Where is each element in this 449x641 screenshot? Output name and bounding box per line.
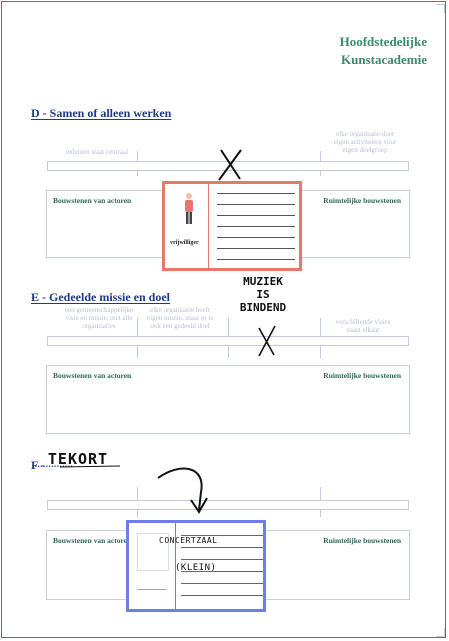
volunteer-figure-icon bbox=[185, 193, 193, 224]
section-e-hint-2: elke organisatie heeft eigen missie, maa… bbox=[147, 306, 213, 330]
section-e-slider-track bbox=[47, 336, 409, 346]
academy-title-line1: Hoofdstedelijke bbox=[339, 34, 427, 49]
handwritten-line-3: BINDEND bbox=[239, 301, 287, 314]
section-f-handwritten-title: TEKORT bbox=[47, 450, 109, 468]
card-line bbox=[217, 248, 295, 249]
cross-mark-section-d bbox=[218, 149, 242, 181]
volunteer-label: vrijwilliger bbox=[170, 240, 199, 246]
section-f-slider-track bbox=[47, 500, 409, 510]
card-line bbox=[217, 226, 295, 227]
section-f-title-dots: ............... bbox=[32, 459, 74, 469]
volunteer-card: vrijwilliger bbox=[162, 181, 302, 271]
curved-arrow-icon bbox=[157, 467, 203, 511]
academy-title-line2: Kunstacademie bbox=[341, 52, 427, 67]
section-e-box: Bouwstenen van actoren Ruimtelijke bouws… bbox=[46, 365, 410, 434]
section-d-actors-label: Bouwstenen van actoren bbox=[53, 196, 132, 205]
card-line bbox=[217, 237, 295, 238]
section-d-title: D - Samen of alleen werken bbox=[31, 106, 172, 120]
section-f-title-prefix: F - bbox=[31, 458, 45, 472]
card-line bbox=[217, 215, 295, 216]
corner-mark-top-right bbox=[436, 4, 445, 13]
section-f-actors-label: Bouwstenen van actoren bbox=[53, 536, 132, 545]
card-line bbox=[217, 193, 295, 194]
card-line bbox=[217, 204, 295, 205]
handwritten-note-muziek: MUZIEK IS BINDEND bbox=[232, 275, 294, 314]
section-e-spatial-label: Ruimtelijke bouwstenen bbox=[323, 371, 401, 380]
section-d-spatial-label: Ruimtelijke bouwstenen bbox=[323, 196, 401, 205]
section-f-spatial-label: Ruimtelijke bouwstenen bbox=[323, 536, 401, 545]
concert-hall-size-handwritten: (KLEIN) bbox=[175, 563, 217, 573]
cross-mark-section-e bbox=[258, 325, 276, 357]
card-line bbox=[181, 595, 263, 596]
card-divider bbox=[175, 523, 176, 609]
card-image-placeholder bbox=[137, 533, 169, 571]
concert-hall-card: CONCERTZAAL (KLEIN) bbox=[126, 520, 266, 612]
card-line bbox=[181, 559, 263, 560]
section-d-hint-left: iedereen staat centraal bbox=[65, 148, 129, 156]
section-e-actors-label: Bouwstenen van actoren bbox=[53, 371, 132, 380]
card-line bbox=[181, 583, 263, 584]
card-caption-line bbox=[137, 589, 167, 590]
section-e-title: E - Gedeelde missie en doel bbox=[31, 290, 170, 304]
card-line bbox=[181, 535, 263, 536]
card-line bbox=[217, 259, 295, 260]
section-d-hint-right: elke organisatie doet eigen activiteiten… bbox=[333, 130, 397, 154]
card-line bbox=[181, 571, 263, 572]
card-divider bbox=[208, 184, 209, 268]
academy-title: Hoofdstedelijke Kunstacademie bbox=[340, 33, 427, 69]
section-e-hint-3: verschillende visies naast elkaar bbox=[335, 318, 391, 334]
section-e-hint-1: een gemeenschappelijke visie en missie, … bbox=[64, 306, 134, 330]
corner-mark-bottom-right bbox=[436, 628, 445, 637]
handwritten-line-2: IS bbox=[256, 288, 270, 301]
section-f-title: F - TEKORT bbox=[31, 450, 108, 473]
handwritten-line-1: MUZIEK bbox=[243, 275, 283, 288]
handwritten-underline bbox=[59, 465, 121, 468]
concert-hall-handwritten: CONCERTZAAL bbox=[159, 536, 218, 545]
arrow-head-icon bbox=[190, 497, 208, 514]
card-line bbox=[181, 547, 263, 548]
